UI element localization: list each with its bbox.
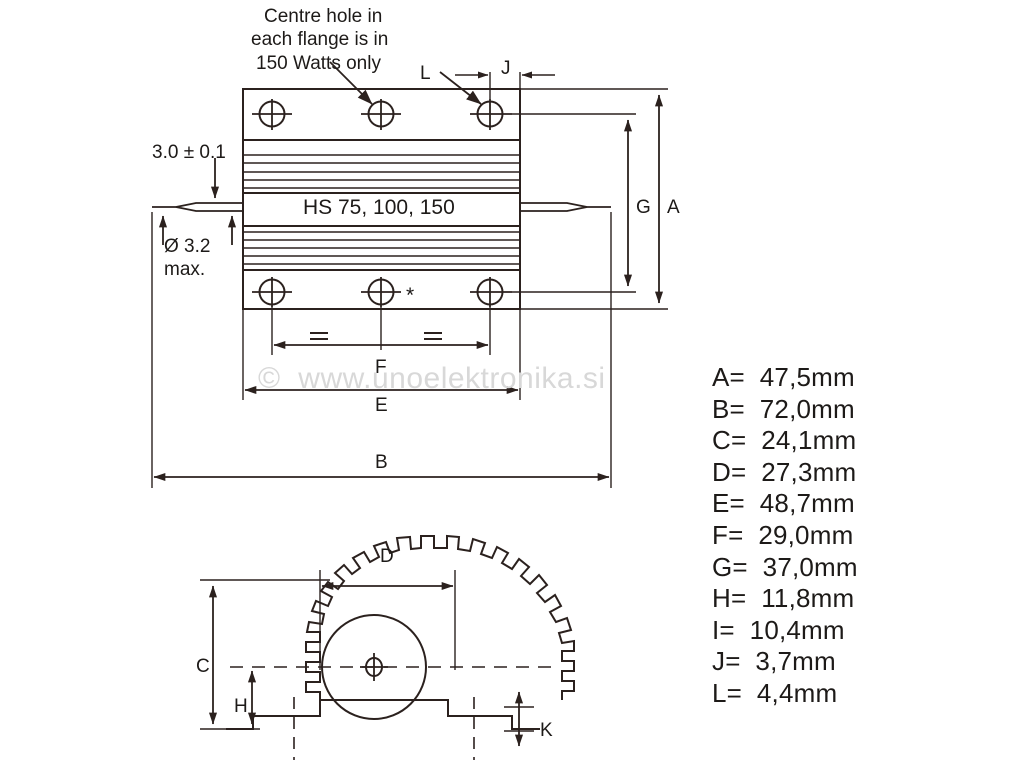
dimension-a [520,88,668,310]
dimension-label-a: A [667,197,680,218]
equal-marks [310,332,442,340]
dimension-label-k: K [540,720,553,741]
dimension-f [271,307,491,355]
dimension-label-c: C [196,656,210,677]
dimension-table: A= 47,5mm B= 72,0mm C= 24,1mm D= 27,3mm … [712,362,1012,710]
side-view-tab-centrelines [293,697,475,760]
dimension-d [319,570,456,670]
front-view-body [242,88,521,310]
side-view-profile [226,534,575,730]
top-flange-holes [252,99,512,130]
dimension-row-f: F= 29,0mm [712,519,854,550]
flange-note-line-1: Centre hole in [264,6,382,27]
lead-thickness-label: 3.0 ± 0.1 [152,142,226,163]
bottom-flange-holes [252,277,512,307]
lead-wire-right [519,202,611,212]
dimension-label-g: G [636,197,651,218]
dimension-lead-diameter [158,215,237,245]
lead-diameter-max-label: max. [164,259,205,280]
dimension-label-d: D [380,546,394,567]
flange-note-line-2: each flange is in [251,29,388,50]
dimension-row-g: G= 37,0mm [712,551,858,582]
dimension-row-e: E= 48,7mm [712,488,855,519]
dimension-j [455,71,555,99]
dimension-row-j: J= 3,7mm [712,646,836,677]
body-type-label: HS 75, 100, 150 [303,196,455,219]
dimension-e [242,309,521,400]
dimension-k [504,691,534,747]
dimension-row-i: I= 10,4mm [712,614,845,645]
dimension-c [200,579,330,730]
dimension-row-c: C= 24,1mm [712,425,857,456]
dimension-label-f: F [375,357,387,378]
dimension-label-b: B [375,452,388,473]
flange-note-line-3: 150 Watts only [256,53,381,74]
dimension-b [151,212,612,488]
lead-wire-left [152,202,244,212]
leader-l-to-hole [439,71,482,105]
dimension-row-l: L= 4,4mm [712,677,838,708]
leader-note-to-centre-hole [329,61,373,105]
dimension-label-j: J [501,58,511,79]
dimension-g [512,113,636,293]
dimension-row-d: D= 27,3mm [712,456,857,487]
lead-diameter-label: Ø 3.2 [164,236,210,257]
dimension-row-a: A= 47,5mm [712,362,855,392]
dimension-row-b: B= 72,0mm [712,393,855,424]
asterisk-mark: * [406,284,414,307]
dimension-row-h: H= 11,8mm [712,583,855,614]
dimension-label-l: L [420,63,431,84]
dimension-label-h: H [234,696,248,717]
dimension-label-e: E [375,395,388,416]
